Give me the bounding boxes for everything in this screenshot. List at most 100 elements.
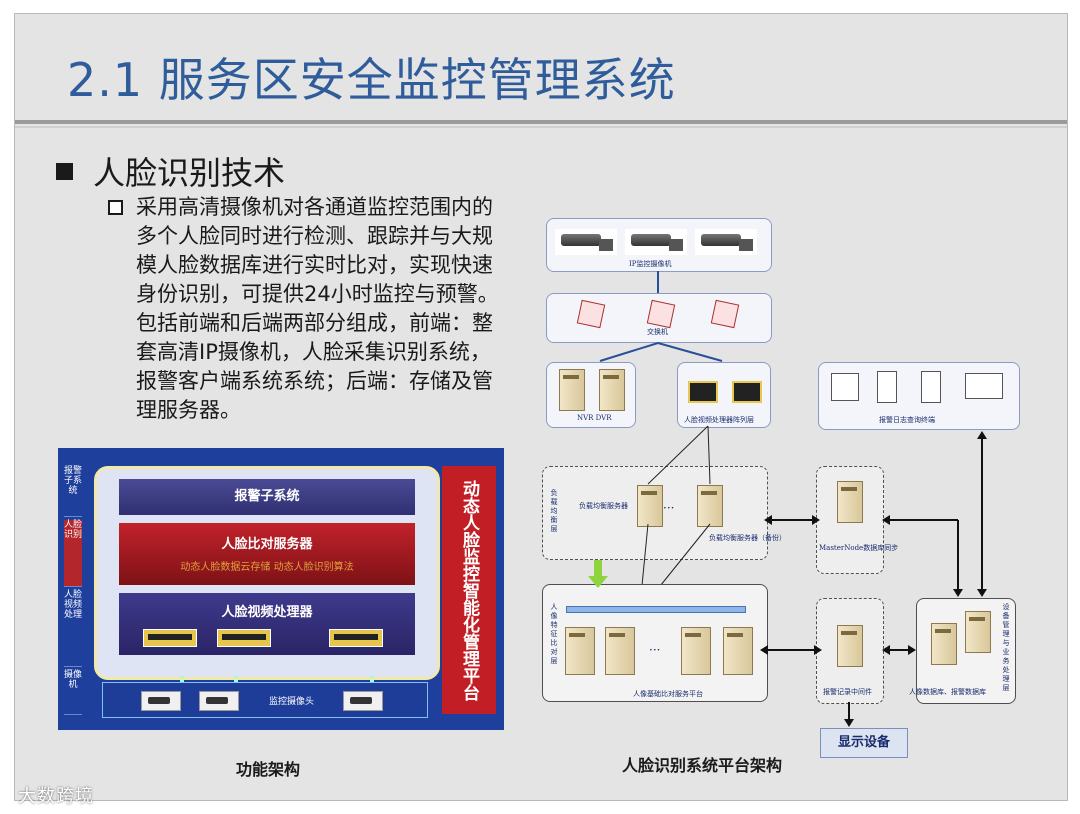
alarm-middleware-label: 报警记录中间件 <box>823 688 872 696</box>
arrow-line <box>599 342 659 362</box>
lb-server-label: 负载均衡服务器 <box>579 502 628 510</box>
side-label-alarm: 报警子系统 <box>64 466 82 517</box>
bullet-heading-text: 人脸识别技术 <box>93 154 286 192</box>
phone-icon <box>921 371 941 403</box>
ip-camera-icon <box>695 229 757 255</box>
platform-vertical-bar: 动态人脸监控智能化管理平台 <box>442 466 496 714</box>
alarm-terminal-label: 报警日志查询终端 <box>879 416 935 424</box>
feature-compare-layer: 人像特征比对层 ··· 人像基础比对服务平台 <box>542 584 768 702</box>
alarm-subsystem-box: 报警子系统 <box>119 479 415 515</box>
connector-arrows <box>760 431 987 727</box>
mgmt-layer-box: 设备管理与业务处理层 人像数据库、报警数据库 <box>909 598 1016 704</box>
masternode-label: MasterNode数据库同步 <box>819 544 899 552</box>
nvr-group: NVR DVR <box>546 362 636 428</box>
bullet-heading: 人脸识别技术 <box>56 148 285 194</box>
server-icon <box>559 369 585 411</box>
arrow-head <box>812 515 820 525</box>
camera-bar-label: 监控摄像头 <box>269 697 315 707</box>
function-core-panel: 报警子系统 人脸比对服务器 动态人脸数据云存储 动态人脸识别算法 人脸视频处理器 <box>94 466 440 680</box>
watermark: 大数跨境 <box>18 786 94 807</box>
database-server-icon <box>837 481 863 523</box>
lb-master-arrow <box>764 515 820 525</box>
server-icon <box>637 485 663 527</box>
alarm-middleware-box: 报警记录中间件 <box>816 598 884 704</box>
server-icon <box>605 627 635 675</box>
display-device-box: 显示设备 <box>820 728 908 758</box>
arrow-head <box>908 645 916 655</box>
face-video-label: 人脸视频处理器 <box>221 605 313 620</box>
ellipsis: ··· <box>663 501 675 515</box>
switch-group: 交换机 <box>546 293 772 343</box>
phone-icon <box>877 371 897 403</box>
face-compare-server-box: 人脸比对服务器 动态人脸数据云存储 动态人脸识别算法 <box>119 523 415 585</box>
arrow-head <box>844 719 854 727</box>
desktop-icon <box>831 373 859 401</box>
processor-array-label: 人脸视频处理器阵列层 <box>684 416 754 424</box>
side-label-video: 人脸视频处理 <box>64 590 82 667</box>
face-video-processor-box: 人脸视频处理器 <box>119 593 415 655</box>
link-line <box>647 425 709 485</box>
side-label-camera: 摄像机 <box>64 670 82 715</box>
masternode-box: MasterNode数据库同步 <box>816 466 898 574</box>
database-server-icon <box>965 611 991 653</box>
database-server-icon <box>931 623 957 665</box>
video-processor-icon <box>329 629 383 647</box>
switch-icon <box>710 299 740 329</box>
arrow-head <box>953 589 963 597</box>
hollow-square-bullet-icon <box>108 200 123 215</box>
server-icon <box>697 485 723 527</box>
ip-camera-group: IP监控摄像机 <box>546 218 772 272</box>
split-arrows <box>599 342 723 362</box>
load-balance-layer: 负载均衡层 负载均衡服务器 ··· 负载均衡服务器（备份） <box>542 466 786 560</box>
switch-icon <box>646 299 676 329</box>
bullet-body: 采用高清摄像机对各通道监控范围内的多个人脸同时进行检测、跟踪并与大规模人脸数据库… <box>108 193 500 425</box>
laptop-icon <box>965 373 1003 399</box>
arrow-head <box>764 515 772 525</box>
lb-backup-label: 负载均衡服务器（备份） <box>709 534 786 542</box>
link-line <box>707 425 711 485</box>
switch-label: 交换机 <box>647 328 668 336</box>
title-divider <box>15 120 1067 124</box>
switch-icon <box>576 299 606 329</box>
ip-camera-label: IP监控摄像机 <box>629 260 672 268</box>
database-server-icon <box>837 625 863 667</box>
arrow-head <box>977 589 987 597</box>
arrow-line <box>657 342 723 362</box>
server-icon <box>565 627 595 675</box>
camera-icon <box>141 691 181 711</box>
lb-layer-label: 负载均衡层 <box>550 489 558 533</box>
feature-layer-label: 人像特征比对层 <box>550 603 558 665</box>
arrow-head <box>882 515 890 525</box>
square-bullet-icon <box>56 162 73 180</box>
processor-icon <box>688 381 718 403</box>
arrow-head <box>882 645 890 655</box>
mgmt-layer-label: 设备管理与业务处理层 <box>1002 603 1010 692</box>
processor-links <box>640 425 711 607</box>
camera-icon <box>199 691 239 711</box>
ip-camera-icon <box>555 229 617 255</box>
camera-bar: 监控摄像头 <box>102 682 428 718</box>
page-title: 2.1 服务区安全监控管理系统 <box>67 53 676 107</box>
face-compare-sub: 动态人脸数据云存储 动态人脸识别算法 <box>180 562 354 573</box>
base-platform-label: 人像基础比对服务平台 <box>633 690 703 698</box>
camera-icon <box>343 691 383 711</box>
processor-array-group: 人脸视频处理器阵列层 <box>677 362 771 428</box>
alarm-terminal-group: 报警日志查询终端 <box>818 362 1020 430</box>
nvr-label: NVR DVR <box>577 414 612 422</box>
processor-icon <box>732 381 762 403</box>
db-label: 人像数据库、报警数据库 <box>909 688 986 696</box>
title-divider-light <box>15 126 1067 128</box>
side-label-face: 人脸识别 <box>64 520 82 587</box>
ellipsis: ··· <box>649 643 661 657</box>
network-bus <box>566 606 746 613</box>
arrow-head <box>977 431 987 439</box>
bullet-body-text: 采用高清摄像机对各通道监控范围内的多个人脸同时进行检测、跟踪并与大规模人脸数据库… <box>136 195 499 422</box>
video-processor-icon <box>217 629 271 647</box>
face-compare-label: 人脸比对服务器 <box>221 537 313 552</box>
platform-arch-caption: 人脸识别系统平台架构 <box>622 756 783 775</box>
server-icon <box>599 369 625 411</box>
server-icon <box>681 627 711 675</box>
arrow-head <box>760 645 768 655</box>
video-processor-icon <box>143 629 197 647</box>
ip-camera-icon <box>625 229 687 255</box>
